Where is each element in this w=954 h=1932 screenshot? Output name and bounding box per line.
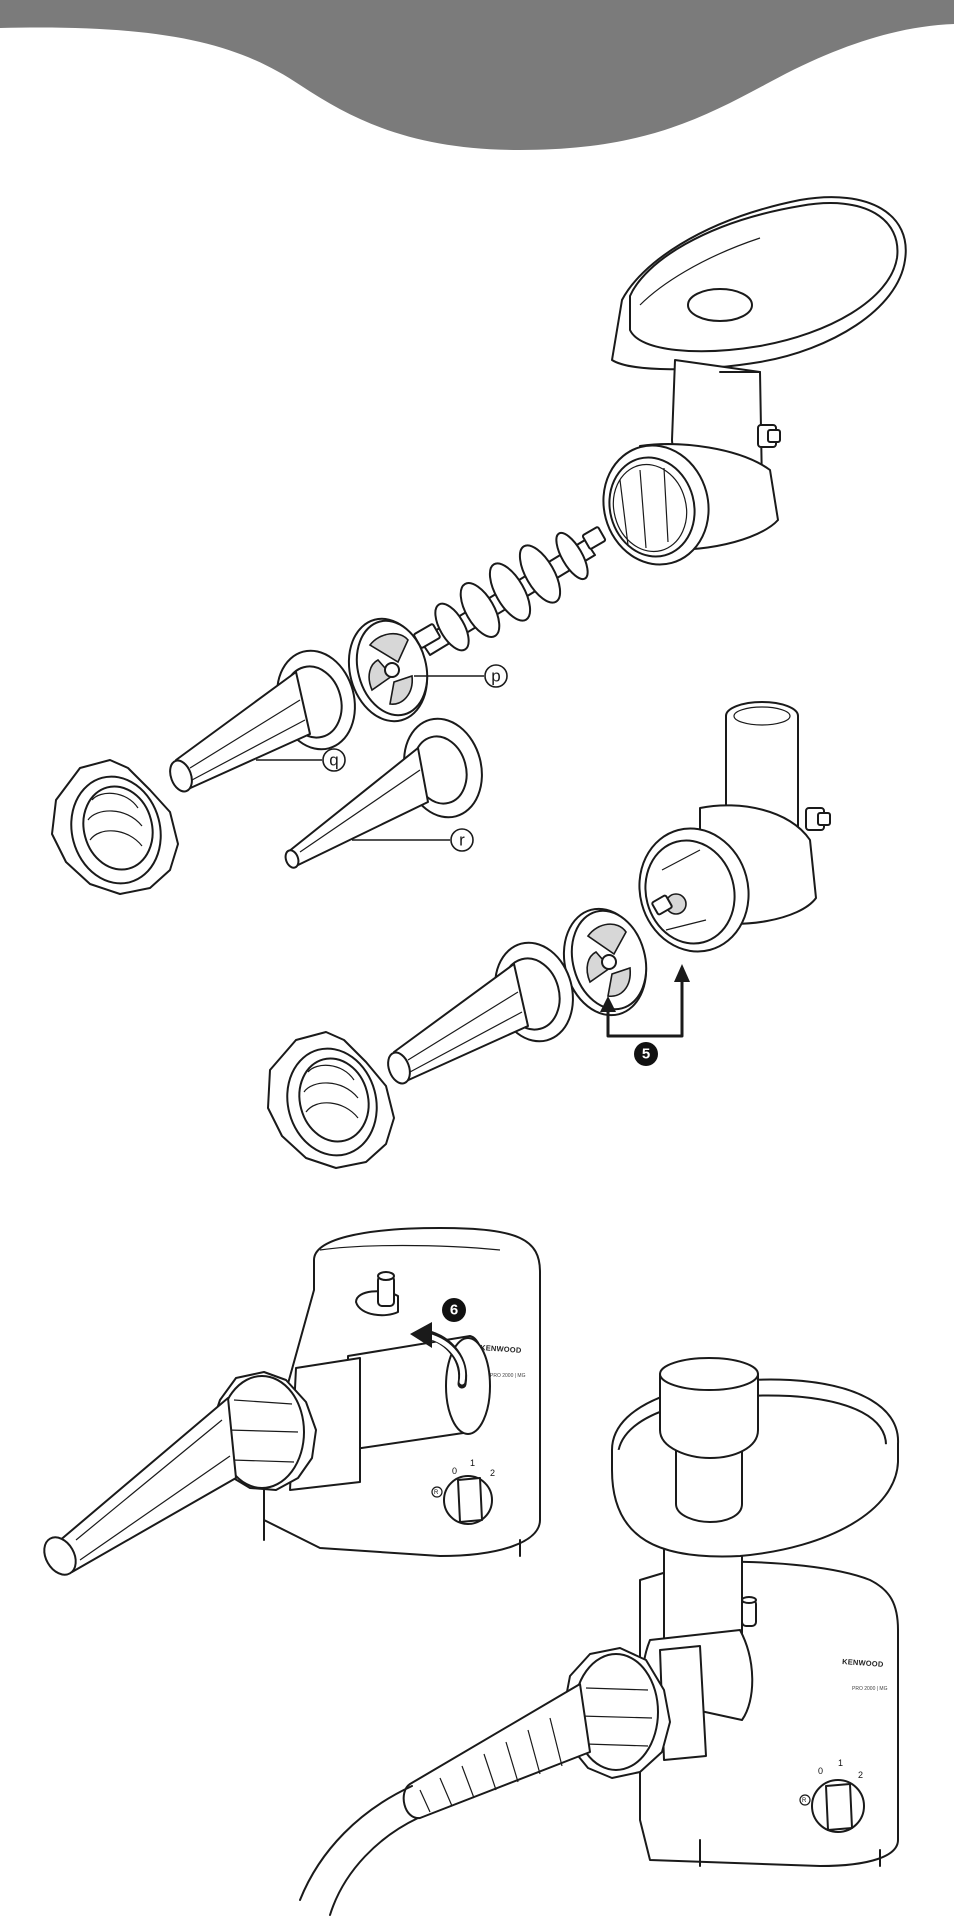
sausage-disc-p [347, 617, 429, 723]
sausage-filler-large-q [169, 649, 356, 793]
callout-p-label: p [491, 667, 500, 686]
step-5-badge [634, 1042, 658, 1066]
dial-2-1: 2 [490, 1468, 495, 1478]
worm-screw [413, 526, 607, 656]
dial-r-1: R [434, 1490, 439, 1496]
callout-p: p [414, 664, 508, 688]
step-5-label: 5 [642, 1046, 650, 1063]
dial-1-2: 1 [838, 1758, 843, 1768]
callout-q-label: q [329, 751, 338, 770]
mincer-head-4 [642, 1629, 754, 1761]
dial-0-2: 0 [818, 1766, 823, 1776]
step-6-badge [442, 1298, 466, 1322]
header-wave-band [0, 0, 954, 150]
model-label-2: PRO 2000 | MG [852, 1686, 888, 1692]
ring-nut-1 [51, 759, 179, 895]
callout-r: r [352, 828, 474, 852]
sausage-filler-2 [387, 941, 574, 1085]
model-label-1: PRO 2000 | MG [490, 1373, 526, 1379]
sausage-filler-small-r [284, 717, 483, 869]
figure-assembled-machine: KENWOOD PRO 2000 | MG 0 1 2 R [299, 1357, 900, 1916]
sausage-filler-4 [299, 1683, 591, 1916]
step-6-label: 6 [450, 1302, 458, 1319]
alignment-arrows: 5 [600, 964, 690, 1066]
dial-2-2: 2 [858, 1770, 863, 1780]
sausage-disc-2 [562, 907, 648, 1017]
ring-nut-2 [267, 1031, 395, 1169]
sausage-filler-3 [43, 1397, 237, 1576]
food-pusher [659, 1357, 759, 1523]
dial-1-1: 1 [470, 1458, 475, 1468]
mincer-body [602, 359, 781, 566]
figure-disc-alignment: 5 [267, 701, 831, 1169]
dial-0-1: 0 [452, 1466, 457, 1476]
figure-fit-to-machine: KENWOOD PRO 2000 | MG 0 1 2 R [43, 1227, 541, 1576]
ring-nut-3 [211, 1371, 317, 1491]
brand-logo-2: KENWOOD [842, 1657, 884, 1669]
mincer-body-2 [638, 701, 831, 953]
figure-exploded-assembly: p q r [51, 196, 907, 895]
callout-q: q [256, 748, 346, 772]
feed-tray [611, 196, 907, 371]
brand-logo-1: KENWOOD [480, 1343, 522, 1355]
callout-r-label: r [459, 831, 465, 850]
dial-r-2: R [802, 1798, 807, 1804]
rotate-arrow: 6 [410, 1298, 468, 1389]
